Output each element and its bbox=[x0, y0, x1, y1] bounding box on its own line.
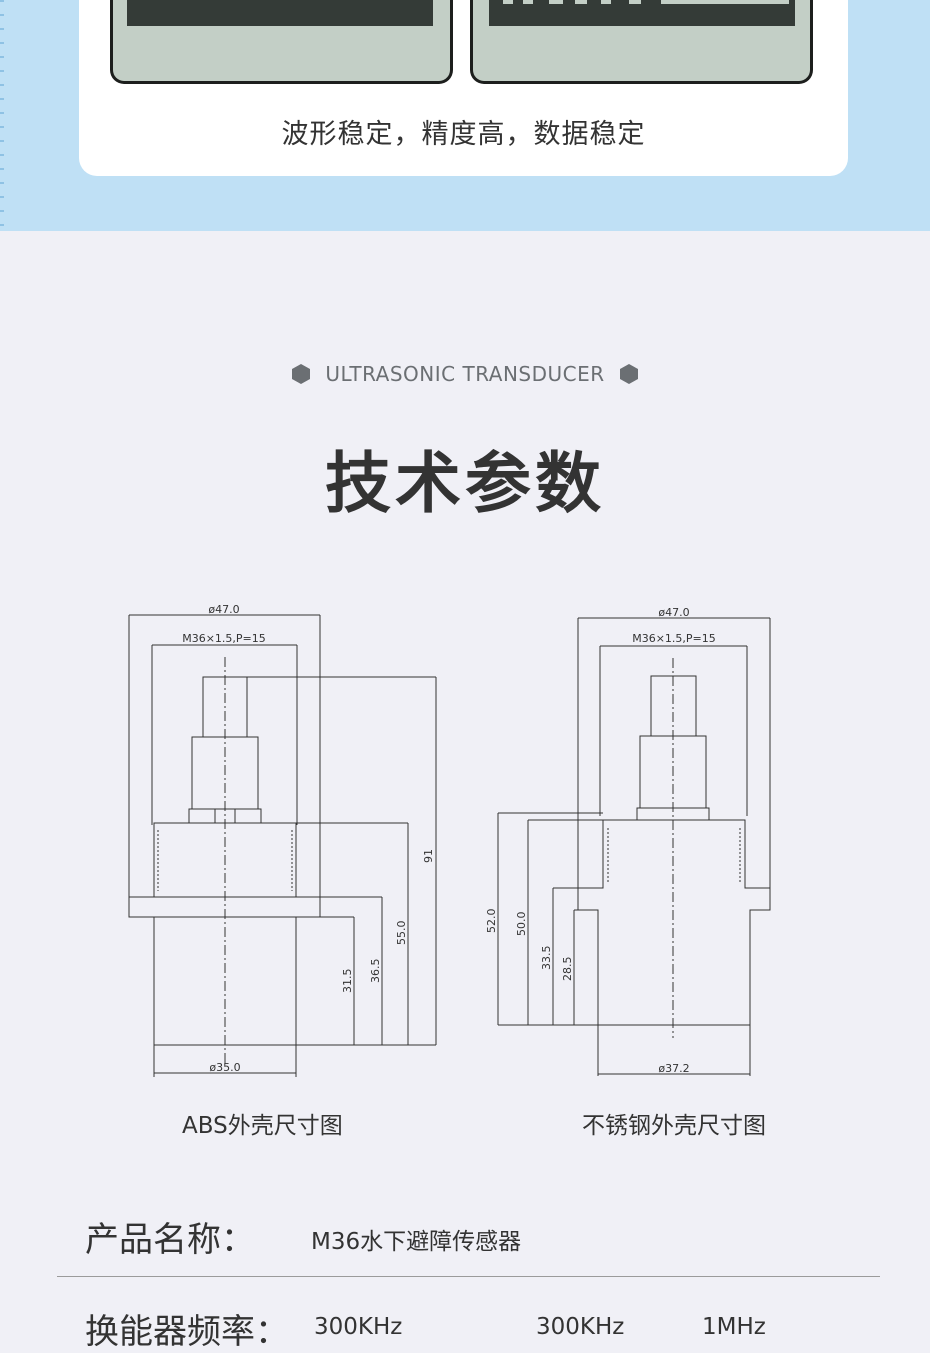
lcd-segment bbox=[661, 0, 789, 4]
dim-label: 52.0 bbox=[485, 909, 498, 934]
abs-drawing-caption: ABS外壳尺寸图 bbox=[182, 1113, 343, 1139]
lcd-segment bbox=[601, 0, 611, 4]
dim-label: 91 bbox=[422, 849, 435, 863]
lcd-display-right bbox=[489, 0, 795, 26]
frequency-value: 1MHz bbox=[702, 1314, 766, 1340]
dim-label: 31.5 bbox=[341, 969, 354, 994]
section-subtitle: ULTRASONIC TRANSDUCER bbox=[325, 362, 605, 386]
divider bbox=[57, 1276, 880, 1277]
dim-label: 28.5 bbox=[561, 957, 574, 982]
lcd-screen-right bbox=[470, 0, 813, 84]
dim-label: 33.5 bbox=[540, 946, 553, 971]
lcd-segment bbox=[503, 0, 513, 4]
dim-label: ø37.2 bbox=[658, 1062, 689, 1075]
lcd-screen-left bbox=[110, 0, 453, 84]
hexagon-icon bbox=[292, 364, 311, 384]
section-title: 技术参数 bbox=[325, 445, 605, 522]
edge-decoration bbox=[0, 0, 4, 231]
card-caption: 波形稳定，精度高，数据稳定 bbox=[281, 119, 646, 150]
frequency-value: 300KHz bbox=[314, 1314, 403, 1340]
lcd-segment bbox=[575, 0, 587, 4]
dim-label: ø47.0 bbox=[658, 606, 689, 619]
dim-label: 36.5 bbox=[369, 959, 382, 984]
lcd-segment bbox=[523, 0, 533, 4]
frequency-value: 300KHz bbox=[536, 1314, 625, 1340]
steel-dimension-drawing: ø47.0 M36×1.5,P=15 52.0 50.0 33.5 28.5 ø… bbox=[485, 598, 780, 1083]
dim-label: M36×1.5,P=15 bbox=[182, 632, 266, 645]
dim-label: ø47.0 bbox=[208, 603, 239, 616]
dim-label: 50.0 bbox=[515, 912, 528, 937]
steel-drawing-caption: 不锈钢外壳尺寸图 bbox=[582, 1113, 766, 1139]
product-name-label: 产品名称： bbox=[85, 1220, 255, 1260]
lcd-segment bbox=[629, 0, 641, 4]
dim-label: ø35.0 bbox=[209, 1061, 240, 1074]
dim-label: M36×1.5,P=15 bbox=[632, 632, 716, 645]
dim-label: 55.0 bbox=[395, 921, 408, 946]
abs-dimension-drawing: ø47.0 M36×1.5,P=15 91 55.0 36.5 31.5 bbox=[120, 595, 450, 1085]
hexagon-icon bbox=[619, 364, 638, 384]
lcd-display-left bbox=[127, 0, 433, 26]
product-name-value: M36水下避障传感器 bbox=[311, 1229, 522, 1255]
frequency-label: 换能器频率： bbox=[85, 1312, 289, 1352]
lcd-segment bbox=[549, 0, 563, 4]
section-subtitle-row: ULTRASONIC TRANSDUCER bbox=[0, 358, 930, 390]
